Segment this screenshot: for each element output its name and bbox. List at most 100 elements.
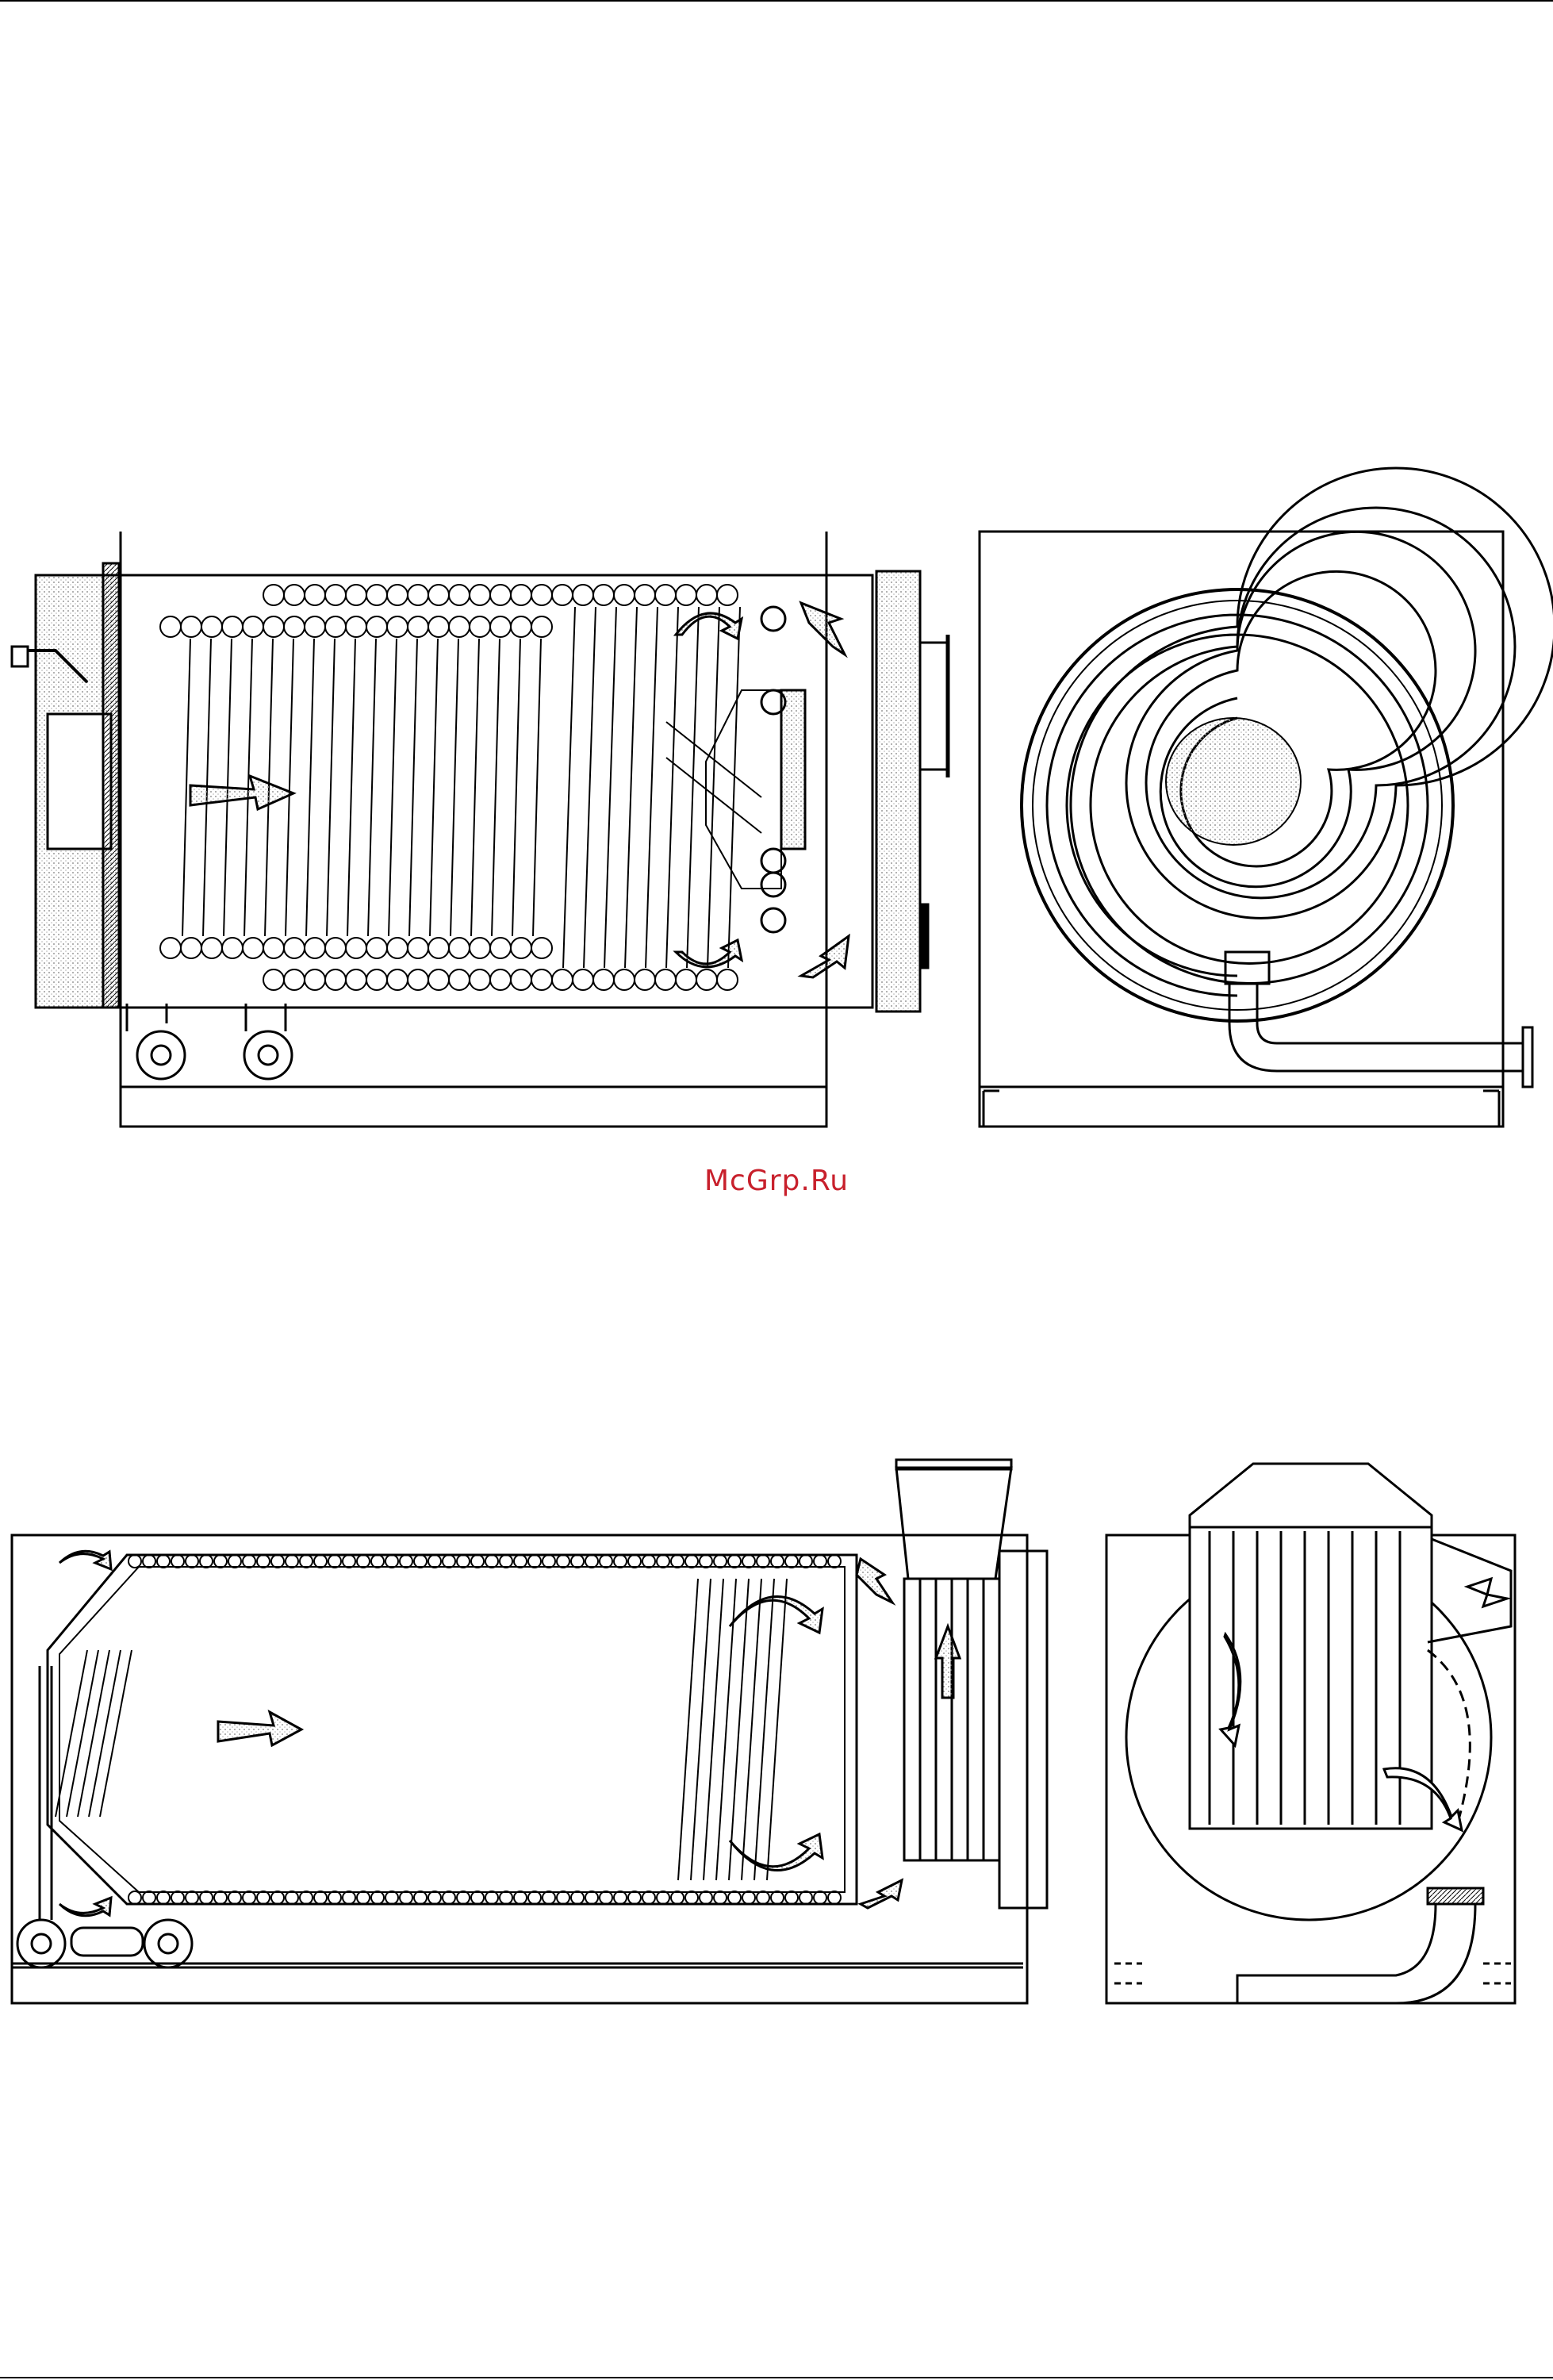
coil-tube-icon [128,1555,141,1568]
coil-tube-icon [531,938,552,958]
coil-tube-icon [500,1891,512,1904]
coil-tube-icon [671,1891,684,1904]
coil-tube-icon [271,1555,284,1568]
coil-tube-icon [828,1891,841,1904]
coil-tube-icon [284,969,305,990]
coil-tube-icon [571,1555,584,1568]
coil-tube-icon [531,616,552,637]
coil-tube-icon [742,1891,755,1904]
coil-tube-icon [655,969,676,990]
coil-tube-icon [511,938,531,958]
coil-tube-icon [305,938,325,958]
coil-tube-icon [171,1891,184,1904]
coil-tube-icon [800,1555,812,1568]
coil-tube-icon [785,1891,798,1904]
coil-tube-icon [828,1555,841,1568]
coil-tube-icon [471,1891,484,1904]
coil-tube-icon [614,585,635,605]
coil-tube-icon [200,1891,213,1904]
coil-tube-icon [143,1891,155,1904]
coil-tube-icon [543,1891,555,1904]
coil-tube-icon [614,1555,627,1568]
coil-tube-icon [428,1555,441,1568]
coil-tube-icon [717,585,738,605]
coil-tube-icon [428,938,449,958]
coil-tube-icon [449,616,470,637]
coil-tube-icon [143,1555,155,1568]
coil-tube-icon [300,1555,313,1568]
coil-tube-icon [214,1891,227,1904]
coil-tube-icon [490,969,511,990]
coil-tube-icon [471,1555,484,1568]
coil-tube-icon [325,585,346,605]
coil-tube-icon [585,1891,598,1904]
coil-tube-icon [600,1555,612,1568]
coil-tube-icon [171,1555,184,1568]
coil-tube-icon [357,1555,370,1568]
coil-tube-icon [657,1891,669,1904]
coil-tube-icon [314,1555,327,1568]
coil-tube-icon [657,1555,669,1568]
coil-tube-icon [328,1555,341,1568]
coil-tube-icon [186,1891,198,1904]
coil-tube-icon [157,1555,170,1568]
coil-tube-icon [685,1891,698,1904]
coil-tube-icon [400,1555,412,1568]
coil-tube-icon [571,1891,584,1904]
coil-tube-icon [387,585,408,605]
coil-tube-icon [557,1891,569,1904]
coil-tube-icon [160,938,181,958]
coil-tube-icon [511,585,531,605]
coil-tube-icon [385,1555,398,1568]
coil-tube-icon [201,616,222,637]
coil-tube-icon [700,1891,712,1904]
coil-tube-icon [284,938,305,958]
coil-tube-icon [676,969,696,990]
coil-tube-icon [531,585,552,605]
coil-tube-icon [514,1891,527,1904]
coil-tube-icon [346,616,366,637]
coil-tube-icon [325,616,346,637]
coil-tube-icon [573,969,593,990]
coil-tube-icon [700,1555,712,1568]
coil-tube-icon [305,616,325,637]
boiler-2-side-section [12,1460,1047,2003]
coil-tube-icon [408,969,428,990]
coil-tube-icon [257,1891,270,1904]
coil-tube-icon [614,1891,627,1904]
coil-tube-icon [228,1891,241,1904]
coil-tube-icon [696,969,717,990]
coil-tube-icon [671,1555,684,1568]
coil-tube-icon [414,1555,427,1568]
watermark-text: McGrp.Ru [0,1165,1553,1197]
coil-tube-icon [325,969,346,990]
spiral-coil-icon [1047,468,1553,996]
coil-tube-icon [514,1555,527,1568]
coil-tube-icon [346,585,366,605]
coil-tube-icon [371,1555,384,1568]
coil-tube-icon [346,969,366,990]
coil-tube-icon [696,585,717,605]
coil-tube-icon [428,969,449,990]
coil-tube-icon [757,1555,769,1568]
coil-tube-icon [628,1891,641,1904]
coil-tube-icon [325,938,346,958]
coil-tube-icon [186,1555,198,1568]
coil-tube-icon [771,1891,784,1904]
coil-tube-icon [343,1891,355,1904]
coil-tube-icon [635,585,655,605]
coil-tube-icon [757,1891,769,1904]
coil-tube-icon [742,1555,755,1568]
coil-tube-icon [543,1555,555,1568]
coil-tube-icon [600,1891,612,1904]
coil-tube-icon [642,1555,655,1568]
coil-tube-icon [263,938,284,958]
coil-tube-icon [328,1891,341,1904]
coil-tube-icon [614,969,635,990]
coil-tube-icon [457,1555,470,1568]
flange-icon [127,1004,292,1079]
coil-tube-icon [511,616,531,637]
coil-tube-icon [449,585,470,605]
coil-tube-icon [470,585,490,605]
coil-tube-icon [635,969,655,990]
